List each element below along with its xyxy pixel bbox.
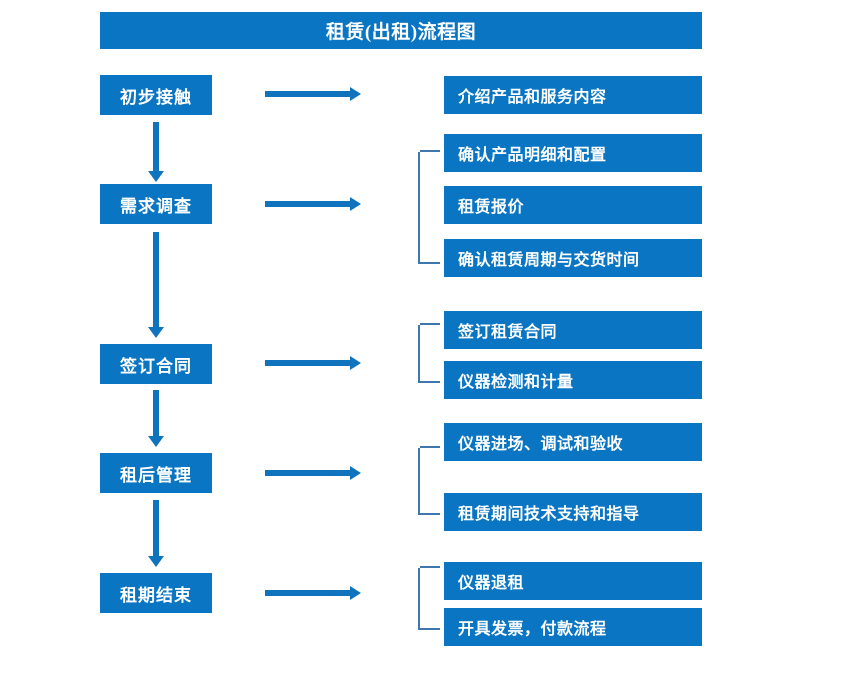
detail-box-仪器检测和计量[interactable]: 仪器检测和计量 [444,361,702,399]
stage-box-签订合同[interactable]: 签订合同 [100,344,212,384]
group-bracket-需求调查 [418,150,440,264]
stage-box-初步接触[interactable]: 初步接触 [100,75,212,115]
detail-box-开具发票付款流程[interactable]: 开具发票，付款流程 [444,608,702,646]
right-arrow-icon-stage2 [265,197,361,211]
detail-box-租赁期间技术支持和指导[interactable]: 租赁期间技术支持和指导 [444,493,702,531]
group-bracket-租后管理 [418,446,440,515]
stage-box-需求调查[interactable]: 需求调查 [100,184,212,224]
group-bracket-签订合同 [418,323,440,383]
page-title: 租赁(出租)流程图 [100,12,702,49]
detail-box-确认产品明细和配置[interactable]: 确认产品明细和配置 [444,134,702,172]
down-arrow-icon-stage3-stage4 [148,390,164,447]
right-arrow-icon-stage3 [265,356,361,370]
detail-box-仪器退租[interactable]: 仪器退租 [444,562,702,600]
down-arrow-icon-stage4-stage5 [148,500,164,567]
detail-box-签订租赁合同[interactable]: 签订租赁合同 [444,311,702,349]
right-arrow-icon-stage5 [265,586,361,600]
detail-box-确认租赁周期与交货时间[interactable]: 确认租赁周期与交货时间 [444,239,702,277]
stage-box-租期结束[interactable]: 租期结束 [100,573,212,613]
group-bracket-租期结束 [418,566,440,630]
detail-box-仪器进场调试和验收[interactable]: 仪器进场、调试和验收 [444,423,702,461]
detail-box-租赁报价[interactable]: 租赁报价 [444,186,702,224]
right-arrow-icon-stage1 [265,87,361,101]
down-arrow-icon-stage1-stage2 [148,122,164,182]
right-arrow-icon-stage4 [265,466,361,480]
stage-box-租后管理[interactable]: 租后管理 [100,453,212,493]
down-arrow-icon-stage2-stage3 [148,232,164,338]
detail-box-介绍产品和服务内容[interactable]: 介绍产品和服务内容 [444,76,702,114]
